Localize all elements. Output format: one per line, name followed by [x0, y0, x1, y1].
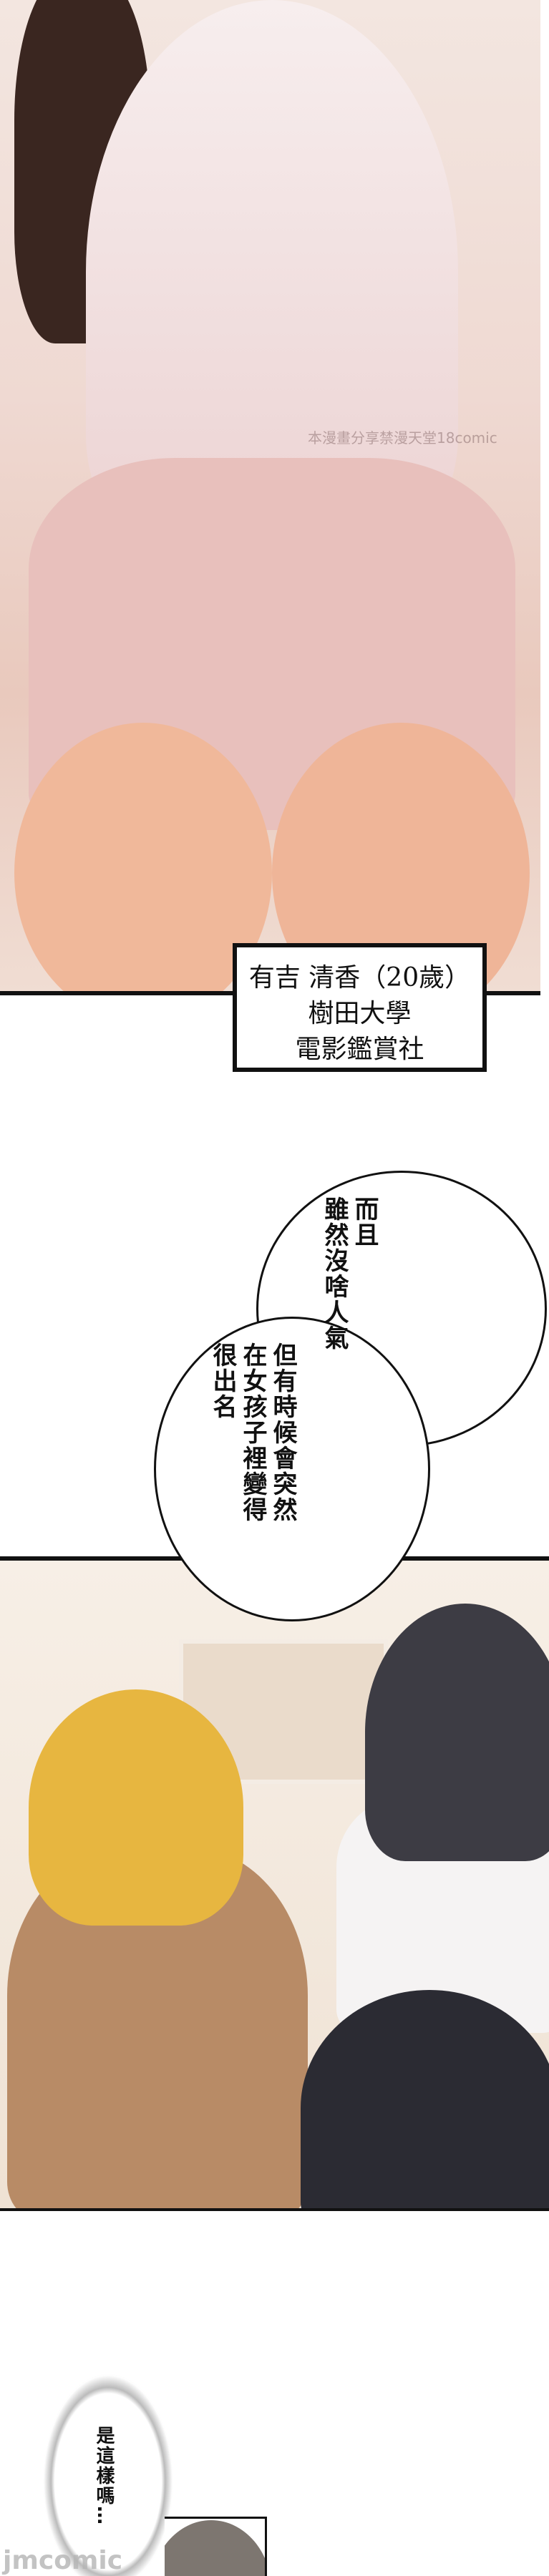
thought-text: 是這樣嗎… — [93, 2426, 115, 2526]
bubble-bottom-text: 但有時候會突然 在女孩子裡變得 很出名 — [208, 1342, 298, 1571]
panel-seated-woman: 本漫畫分享禁漫天堂18comic — [0, 0, 540, 995]
caption-name: 有吉 清香（20歲） — [248, 963, 471, 992]
bubble-line: 在女孩子裡變得 — [238, 1342, 267, 1523]
character-head — [165, 2520, 265, 2576]
bubble-line: 很出名 — [208, 1342, 237, 1420]
site-logo: jmcomic — [3, 2546, 123, 2575]
caption-school: 樹田大學 — [308, 999, 412, 1028]
dark-hair-girl-hair — [365, 1604, 549, 1861]
bubble-top-text: 而且 雖然沒啥人氣 — [319, 1196, 379, 1382]
character-leg — [14, 723, 272, 991]
speech-bubble-bottom — [154, 1317, 430, 1621]
watermark: 本漫畫分享禁漫天堂18comic — [308, 429, 497, 447]
bubble-line: 而且 — [350, 1196, 379, 1248]
dark-hair-girl-pants — [301, 1990, 549, 2208]
panel-two-girls — [0, 1556, 549, 2211]
bubble-line: 雖然沒啥人氣 — [320, 1196, 349, 1351]
thought-bubble — [43, 2374, 173, 2576]
character-caption-box: 有吉 清香（20歲） 樹田大學 電影鑑賞社 — [233, 943, 487, 1072]
bubble-line: 但有時候會突然 — [268, 1342, 297, 1523]
blonde-girl-hair — [29, 1689, 243, 1926]
panel-partial-head — [165, 2517, 267, 2576]
character-shirt — [86, 0, 458, 544]
caption-club: 電影鑑賞社 — [295, 1035, 424, 1064]
